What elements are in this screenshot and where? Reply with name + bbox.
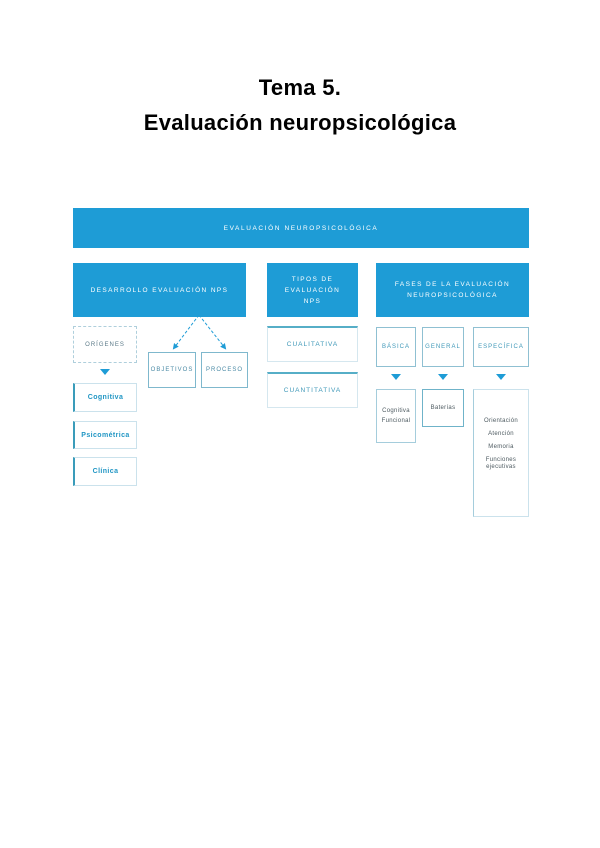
list-item: Atención <box>488 431 514 437</box>
arrow-down-icon <box>100 369 110 375</box>
node-objetivos: OBJETIVOS <box>148 352 196 388</box>
node-proceso: PROCESO <box>201 352 248 388</box>
node-baterias: Baterías <box>422 389 464 427</box>
node-cognitiva-funcional: Cognitiva Funcional <box>376 389 416 443</box>
arrow-down-icon <box>496 374 506 380</box>
column-header-desarrollo: DESARROLLO EVALUACIÓN NPS <box>73 263 246 317</box>
arrow-down-icon <box>391 374 401 380</box>
title-line-1: Tema 5. <box>258 75 342 100</box>
node-general: GENERAL <box>422 327 464 367</box>
node-especifica: ESPECÍFICA <box>473 327 529 367</box>
node-especifica-list: Orientación Atención Memoria Funciones e… <box>473 389 529 517</box>
node-cuantitativa: CUANTITATIVA <box>267 372 358 408</box>
title-line-2: Evaluación neuropsicológica <box>143 110 457 135</box>
node-clinica: Clínica <box>73 457 137 486</box>
list-item: Funciones ejecutivas <box>485 457 517 470</box>
column-header-fases: FASES DE LA EVALUACIÓN NEUROPSICOLÓGICA <box>376 263 529 317</box>
arrow-down-icon <box>438 374 448 380</box>
column-header-tipos: TIPOS DE EVALUACIÓN NPS <box>267 263 358 317</box>
page-title: Tema 5. Evaluación neuropsicológica <box>0 70 600 140</box>
node-origenes: ORÍGENES <box>73 326 137 363</box>
node-basica: BÁSICA <box>376 327 416 367</box>
node-cualitativa: CUALITATIVA <box>267 326 358 362</box>
list-item: Orientación <box>484 418 518 424</box>
list-item: Memoria <box>488 444 514 450</box>
concept-diagram: EVALUACIÓN NEUROPSICOLÓGICA DESARROLLO E… <box>73 208 529 520</box>
node-psicometrica: Psicométrica <box>73 421 137 449</box>
connector-arrows <box>172 314 227 350</box>
root-node: EVALUACIÓN NEUROPSICOLÓGICA <box>73 208 529 248</box>
node-cognitiva: Cognitiva <box>73 383 137 412</box>
